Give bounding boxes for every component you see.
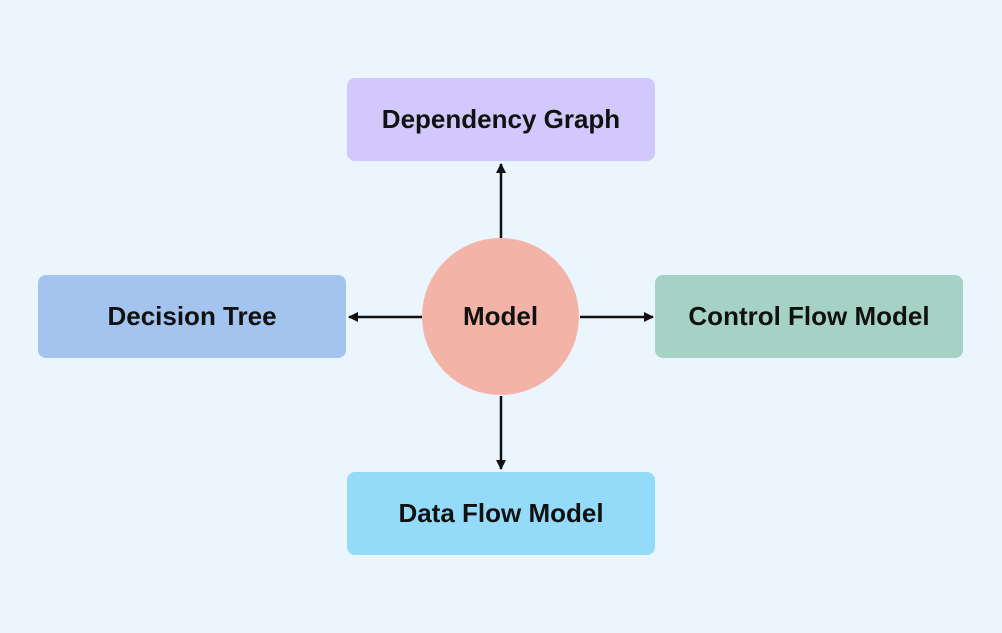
node-control-flow-model: Control Flow Model	[655, 275, 963, 358]
node-dependency-graph: Dependency Graph	[347, 78, 655, 161]
node-decision-tree: Decision Tree	[38, 275, 346, 358]
node-data-flow-model: Data Flow Model	[347, 472, 655, 555]
node-model-center: Model	[422, 238, 579, 395]
